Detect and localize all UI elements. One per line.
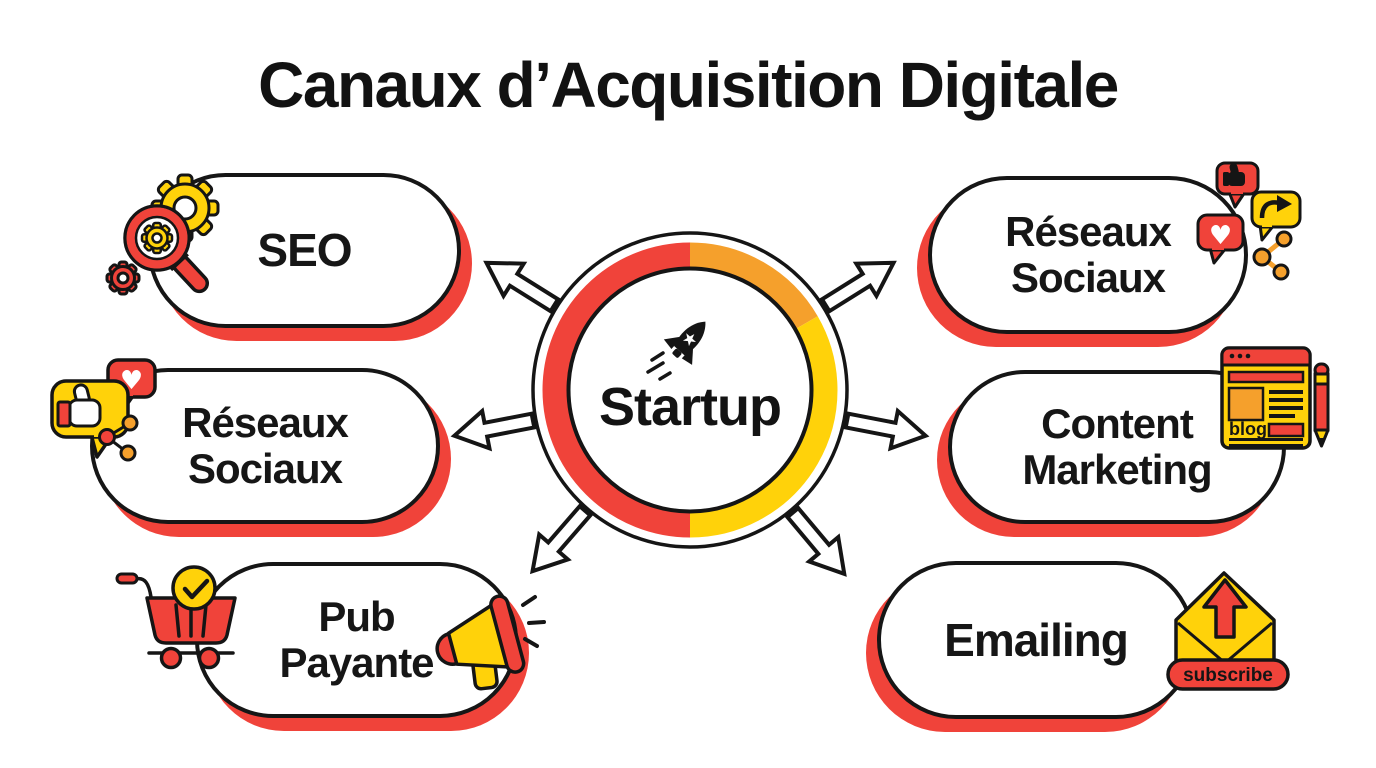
cart-wheel [159,646,183,670]
cart-check-icon [105,560,245,700]
arrow-to-seo [483,260,561,314]
check-badge-icon [171,565,217,611]
thumbs-up-bubble-icon [50,379,130,459]
channel-label: Réseaux [1005,207,1172,255]
page-title: Canaux d’Acquisition Digitale [258,49,1119,121]
heart-glyph: ♥ [1209,221,1232,251]
gear-icon [140,221,174,255]
channel-pill-pub-payante: Pub Payante [195,562,518,718]
blog-page-icon: blog [1220,346,1312,450]
connector-arrows [450,260,930,577]
thumbs-up-bubble-icon [1215,161,1260,209]
arrow-to-reseaux-left [450,407,537,452]
share-nodes-icon [98,414,139,462]
like-heart-share-bubbles-icon: ♥ [45,350,190,505]
channel-pill-reseaux-sociaux-right: Réseaux Sociaux [928,176,1248,334]
up-arrow-icon [1202,578,1248,639]
arrow-to-pub-payante [529,503,594,575]
arrow-to-emailing [784,505,847,577]
blog-label: blog [1229,419,1267,439]
center-label: Startup [599,377,781,437]
heart-bubble-icon: ♥ [1196,213,1245,265]
megaphone-icon [425,583,550,698]
magnifier-icon [123,204,210,294]
magnifier-gears-icon [86,160,236,305]
thumb-heart-share-network-icon: ♥ [1192,152,1327,287]
arrow-to-reseaux-right [819,260,897,314]
gear-icon [105,260,141,296]
channel-label: Marketing [1022,446,1212,493]
channel-label: Emailing [944,613,1129,666]
ring-segment-orange [689,242,818,330]
sound-lines [521,595,546,648]
hub-inner-circle [566,266,814,514]
cart-wheel [197,646,221,670]
channel-label: Content [1041,399,1194,447]
channel-label: Pub [318,592,395,640]
pen-icon [1313,362,1330,448]
ring-segment-yellow [689,316,838,538]
subscribe-label: subscribe [1183,665,1273,686]
hub-color-ring [542,242,838,538]
channel-label: Payante [279,639,434,686]
startup-hub: ★ Startup [531,231,849,549]
channel-label: Sociaux [1010,254,1166,301]
blog-page-pen-icon: blog [1215,342,1337,460]
channel-label: Réseaux [182,398,349,446]
channel-pill-emailing: Emailing [877,561,1195,719]
channel-pill-seo: SEO [148,173,461,328]
share-arrow-bubble-icon [1250,190,1302,242]
ring-segment-red [542,242,691,538]
arrow-to-content-marketing [843,407,930,452]
rocket-speed-dashes [646,351,672,381]
channel-label: Sociaux [187,445,343,492]
subscribe-pill [1166,658,1290,691]
channel-label: SEO [257,224,352,277]
envelope-subscribe-icon: subscribe [1162,563,1294,695]
share-nodes-icon [1252,230,1293,281]
